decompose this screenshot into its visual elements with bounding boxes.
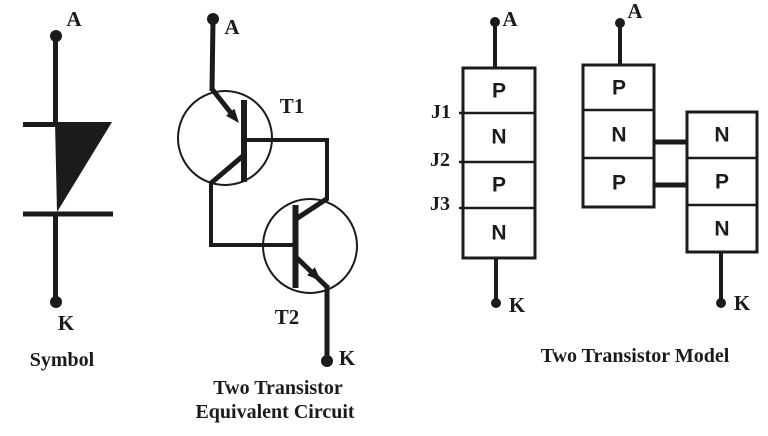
model-caption: Two Transistor Model (541, 345, 730, 367)
t1-collector-wire (208, 153, 246, 186)
stack1-layer-p2: P (492, 174, 506, 197)
stack1-anode-label: A (502, 7, 518, 31)
stack2-anode-label: A (627, 0, 643, 23)
circuit-caption-line1: Two Transistor (213, 377, 343, 399)
junction2-label: J2 (430, 149, 450, 171)
t1-label: T1 (280, 94, 305, 118)
symbol-anode-label: A (66, 7, 82, 31)
t2-circle (262, 198, 358, 294)
stack1-layer-n1: N (491, 126, 506, 149)
stack2-right-layer-n1: N (714, 124, 729, 147)
stack2-left-layer-p1: P (612, 77, 626, 100)
stack2-left-box (581, 63, 656, 209)
junction3-label: J3 (430, 193, 450, 215)
stack2-cathode-label: K (734, 291, 751, 315)
stack2-right-layer-n2: N (714, 218, 729, 241)
stack1-cathode-label: K (509, 293, 526, 317)
symbol-cathode-terminal-dot (50, 296, 62, 308)
pnpn-stack: A P N P N J1 J2 J3 K (430, 7, 537, 317)
stack2-right-layer-p: P (715, 171, 729, 194)
circuit-caption-line2: Equivalent Circuit (195, 401, 354, 423)
stack1-cathode-terminal-dot (491, 298, 501, 308)
circuit-cathode-terminal-dot (321, 355, 333, 367)
t1-emitter-wire (210, 87, 233, 115)
symbol-triangle (55, 122, 112, 212)
stack2-left-layer-n: N (611, 124, 626, 147)
t2-emitter-arrow (307, 267, 321, 281)
stack1-layer-p1: P (492, 80, 506, 103)
stack2-cathode-terminal-dot (716, 298, 726, 308)
stack1-layer-n2: N (491, 222, 506, 245)
circuit-cathode-label: K (339, 346, 356, 370)
t1-anode-lead (209, 18, 216, 92)
t1-emitter-arrow (226, 108, 239, 123)
two-transistor-equivalent-circuit: A T1 K T2 Two Transistor (177, 13, 358, 423)
circuit-anode-label: A (224, 15, 240, 39)
symbol-cathode-label: K (58, 311, 75, 335)
junction1-label: J1 (431, 101, 451, 123)
split-two-transistor-stack: A P N P N P N K Two Transistor Model (541, 0, 759, 367)
stack2-left-layer-p2: P (612, 172, 626, 195)
t2-label: T2 (275, 305, 300, 329)
symbol-caption: Symbol (30, 349, 95, 371)
thyristor-symbol: A K Symbol (23, 7, 113, 371)
